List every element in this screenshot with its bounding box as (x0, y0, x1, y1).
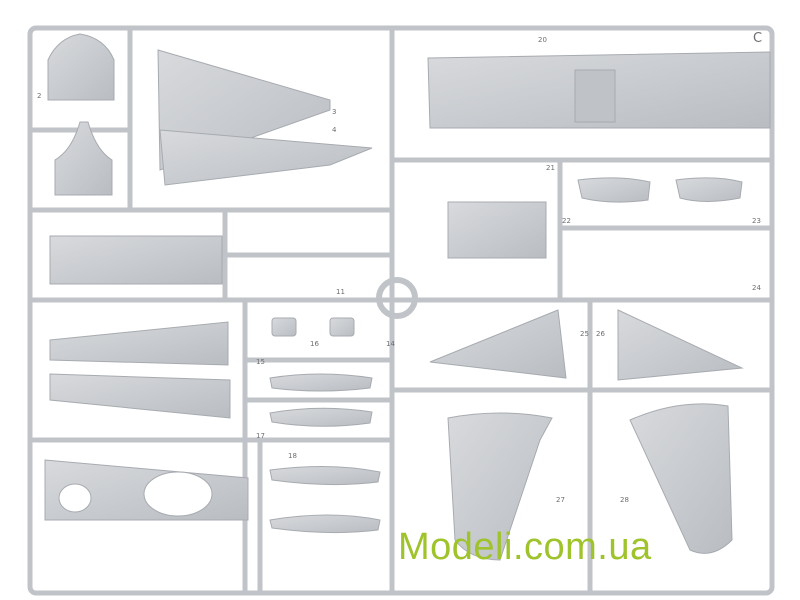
part-strip-1 (269, 373, 373, 392)
part-number-labels: 3 4 2 20 21 22 23 24 25 26 27 28 16 11 1… (37, 36, 761, 504)
sprue-letter: C (753, 31, 762, 46)
part-frame-cutout-1 (58, 483, 92, 513)
part-fin-2 (629, 403, 733, 554)
part-bulkhead-1 (47, 33, 115, 101)
part-frame-cutout-2 (143, 471, 213, 517)
part-number-26: 26 (596, 330, 605, 338)
part-number-11: 11 (336, 288, 345, 296)
part-number-17: 17 (256, 432, 265, 440)
part-number-23: 23 (752, 217, 761, 225)
parts (44, 33, 771, 561)
part-number-28: 28 (620, 496, 629, 504)
part-number-18: 18 (288, 452, 297, 460)
part-floor-detail (574, 69, 616, 123)
watermark-text: Modeli.com.ua (398, 526, 652, 568)
part-number-27: 27 (556, 496, 565, 504)
part-aileron-2 (675, 177, 743, 202)
part-number-4: 4 (332, 126, 337, 134)
part-number-20: 20 (538, 36, 547, 44)
part-seat-2 (329, 317, 355, 337)
part-number-15: 15 (256, 358, 265, 366)
part-panel-3 (49, 373, 231, 419)
part-flap-2 (159, 129, 373, 186)
part-strip-3 (269, 465, 381, 486)
part-number-25: 25 (580, 330, 589, 338)
part-fin-1 (447, 412, 553, 561)
sprue-hub (376, 277, 418, 319)
part-number-21: 21 (546, 164, 555, 172)
sprue-frame (27, 25, 775, 596)
part-aileron-1 (577, 177, 651, 203)
part-number-3: 3 (332, 108, 336, 116)
part-stabilizer-2 (617, 309, 744, 381)
part-seat-1 (271, 317, 297, 337)
part-strip-4 (269, 514, 381, 534)
part-number-16: 16 (310, 340, 319, 348)
part-strip-2 (269, 407, 373, 427)
part-number-2: 2 (37, 92, 41, 100)
part-stabilizer-1 (429, 309, 567, 379)
part-panel-1 (49, 235, 223, 285)
part-number-22: 22 (562, 217, 571, 225)
part-number-24: 24 (752, 284, 761, 292)
part-panel-2 (49, 321, 229, 366)
part-number-14: 14 (386, 340, 395, 348)
part-radiator (447, 201, 547, 259)
part-instrument-panel (54, 121, 113, 196)
